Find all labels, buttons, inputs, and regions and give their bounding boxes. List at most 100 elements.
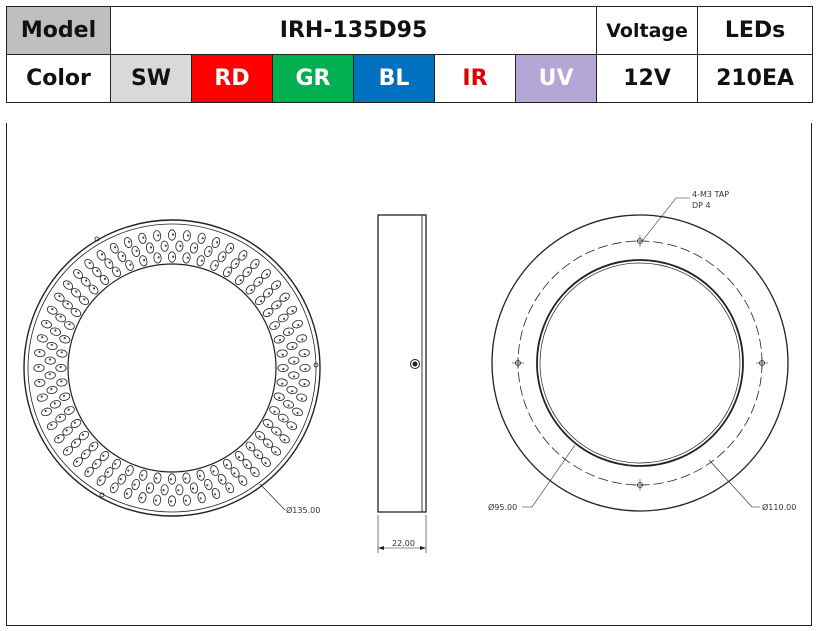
led-dot (182, 494, 191, 506)
led-dot-center (114, 246, 117, 249)
led-dot (73, 457, 83, 467)
led-dot-center (162, 489, 165, 492)
led-dot-center (274, 325, 277, 328)
led-dot (88, 284, 99, 295)
led-dot (104, 258, 114, 269)
led-dot-center (108, 261, 111, 264)
led-dot (50, 400, 61, 409)
led-dot-center (140, 496, 143, 499)
led-dot (131, 479, 140, 490)
led-dot (41, 407, 52, 417)
led-dot-center (179, 244, 182, 247)
led-dot-center (216, 241, 219, 244)
led-dot-center (281, 382, 284, 385)
led-dot (56, 378, 68, 387)
led-dot-center (300, 397, 303, 400)
led-dot-center (57, 436, 60, 440)
led-dot-center (63, 394, 66, 397)
led-dot (55, 364, 67, 373)
led-dot-center (290, 425, 293, 428)
led-dot-center (50, 343, 53, 346)
color-sw: SW (110, 54, 192, 103)
led-dot-center (164, 244, 167, 247)
side-connector-inner (412, 361, 418, 367)
led-dot-center (37, 365, 40, 368)
led-dot (99, 274, 110, 285)
led-dot-center (129, 263, 132, 266)
led-dot (288, 371, 300, 380)
led-dot (250, 258, 260, 270)
led-dot-center (66, 302, 69, 305)
led-dot (286, 341, 298, 351)
tap-hole-right (756, 357, 768, 369)
led-dot (62, 426, 73, 436)
led-dot-center (284, 296, 287, 300)
led-dot-center (282, 418, 285, 421)
led-dot (286, 305, 298, 315)
led-dot-center (227, 271, 230, 274)
led-dot (250, 466, 260, 478)
led-dot-center (258, 281, 261, 284)
led-dot-center (258, 435, 261, 438)
led-dot-center (287, 404, 290, 407)
led-dot (167, 229, 176, 241)
led-dot (80, 276, 91, 287)
led-dot-center (58, 295, 61, 298)
front-screw-right (313, 362, 319, 368)
led-array (33, 229, 311, 507)
led-dot (62, 446, 74, 456)
led-dot (167, 251, 176, 263)
front-diameter-label: Ø135.00 (286, 505, 320, 515)
led-dot-center (81, 433, 84, 436)
led-dot (145, 242, 155, 254)
led-dot-center (276, 304, 279, 307)
led-dot (123, 237, 133, 248)
led-dot (189, 482, 199, 494)
led-dot-center (208, 250, 211, 253)
led-dot-center (94, 462, 97, 465)
color-bl: BL (353, 54, 435, 103)
led-dot-center (53, 402, 56, 405)
tap-hole-bottom (634, 479, 646, 491)
tap-note-leader (642, 197, 690, 241)
front-view (23, 219, 321, 517)
led-dot (286, 421, 298, 431)
led-dot (217, 473, 227, 485)
led-dot (270, 280, 282, 290)
led-dot-center (60, 351, 63, 354)
led-dot-center (242, 254, 245, 257)
led-dot-center (240, 480, 244, 483)
led-dot (298, 349, 310, 358)
led-dot (46, 305, 58, 315)
led-dot (269, 406, 280, 415)
led-dot (273, 392, 285, 401)
led-dot (34, 378, 46, 387)
back-bolt-circle (517, 240, 763, 486)
led-dot-center (169, 500, 172, 503)
led-dot-center (141, 474, 144, 477)
led-dot-center (85, 279, 88, 282)
led-dot-center (186, 256, 189, 259)
led-dot-center (250, 288, 253, 292)
led-dot (279, 292, 290, 302)
led-dot-center (184, 477, 187, 480)
led-dot-center (157, 234, 160, 237)
led-dot-center (304, 368, 307, 371)
inner-dia-leader (522, 444, 576, 508)
led-dot (62, 280, 74, 290)
led-dot-center (63, 337, 66, 340)
led-dot (46, 385, 58, 395)
led-dot (96, 475, 106, 486)
led-dot (54, 434, 65, 444)
led-dot (145, 482, 155, 494)
led-dot-center (212, 470, 215, 473)
led-dot (50, 327, 61, 336)
side-view (377, 214, 427, 553)
led-dot-center (184, 499, 187, 502)
led-dot-center (116, 269, 119, 272)
front-led-ring-inner-edge (67, 263, 277, 473)
led-dot (271, 426, 282, 436)
led-dot (245, 284, 256, 295)
side-body (377, 214, 427, 513)
led-dot-center (293, 360, 296, 363)
